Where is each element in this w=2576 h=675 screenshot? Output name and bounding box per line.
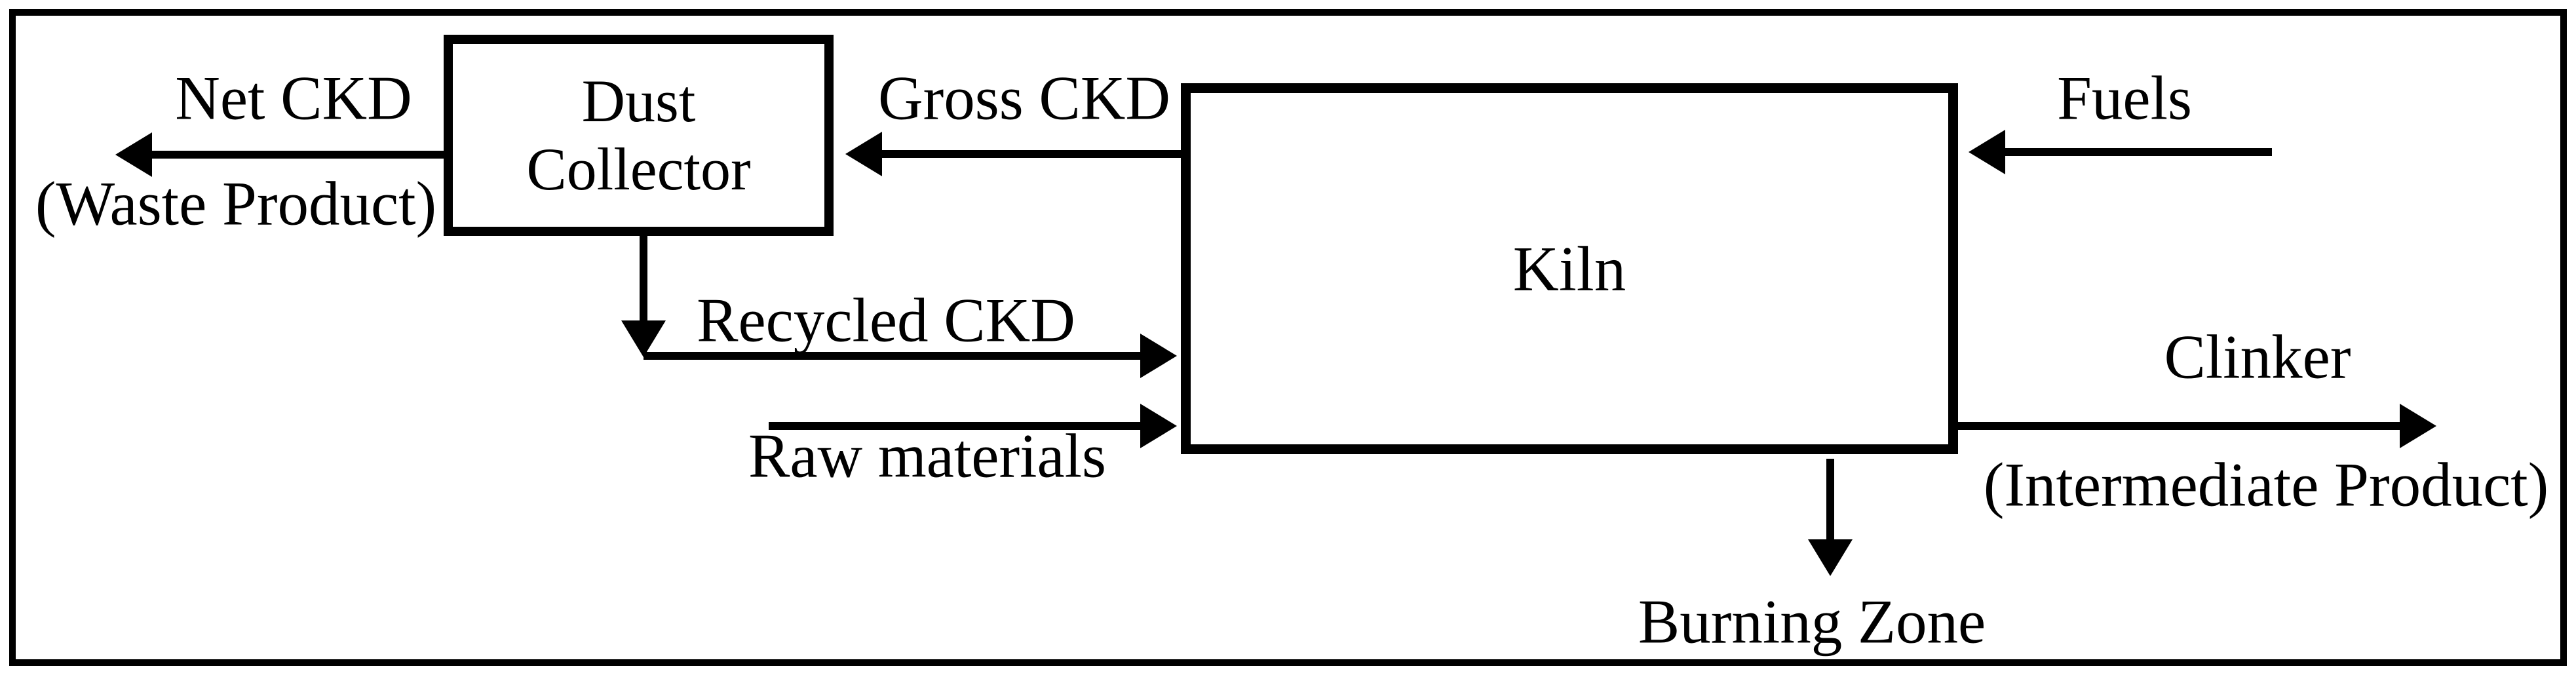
clinker-label: Clinker bbox=[2164, 322, 2351, 392]
recycled-ckd-down-arrowhead bbox=[621, 320, 666, 357]
clinker-arrow-line bbox=[1958, 422, 2401, 430]
recycled-ckd-vertical-line bbox=[640, 233, 647, 334]
kiln-box: Kiln bbox=[1181, 83, 1958, 454]
recycled-ckd-arrow-line bbox=[644, 352, 1142, 360]
waste-product-label: (Waste Product) bbox=[35, 168, 437, 239]
burning-zone-arrow-line bbox=[1826, 459, 1834, 541]
gross-ckd-label: Gross CKD bbox=[877, 63, 1171, 133]
raw-materials-arrow-line bbox=[769, 422, 1142, 430]
intermediate-product-label: (Intermediate Product) bbox=[1983, 450, 2549, 520]
burning-zone-arrowhead bbox=[1808, 539, 1853, 576]
recycled-ckd-label: Recycled CKD bbox=[697, 285, 1075, 355]
dust-collector-label-line1: Dust bbox=[581, 67, 696, 134]
gross-ckd-arrowhead bbox=[845, 132, 882, 176]
fuels-label: Fuels bbox=[2057, 63, 2192, 133]
dust-collector-label-line2: Collector bbox=[526, 135, 751, 202]
clinker-arrowhead bbox=[2400, 404, 2436, 448]
burning-zone-label: Burning Zone bbox=[1638, 587, 1986, 657]
raw-materials-label: Raw materials bbox=[748, 421, 1107, 491]
net-ckd-label: Net CKD bbox=[175, 63, 412, 133]
net-ckd-arrow-line bbox=[149, 151, 444, 159]
fuels-arrowhead bbox=[1969, 130, 2005, 174]
kiln-label: Kiln bbox=[1512, 233, 1626, 304]
diagram-border bbox=[9, 9, 2567, 666]
raw-materials-arrowhead bbox=[1140, 404, 1177, 448]
recycled-ckd-arrowhead bbox=[1140, 334, 1177, 378]
dust-collector-box: Dust Collector bbox=[444, 35, 834, 236]
gross-ckd-arrow-line bbox=[881, 150, 1181, 158]
fuels-arrow-line bbox=[2004, 148, 2272, 156]
net-ckd-arrowhead bbox=[115, 132, 152, 177]
